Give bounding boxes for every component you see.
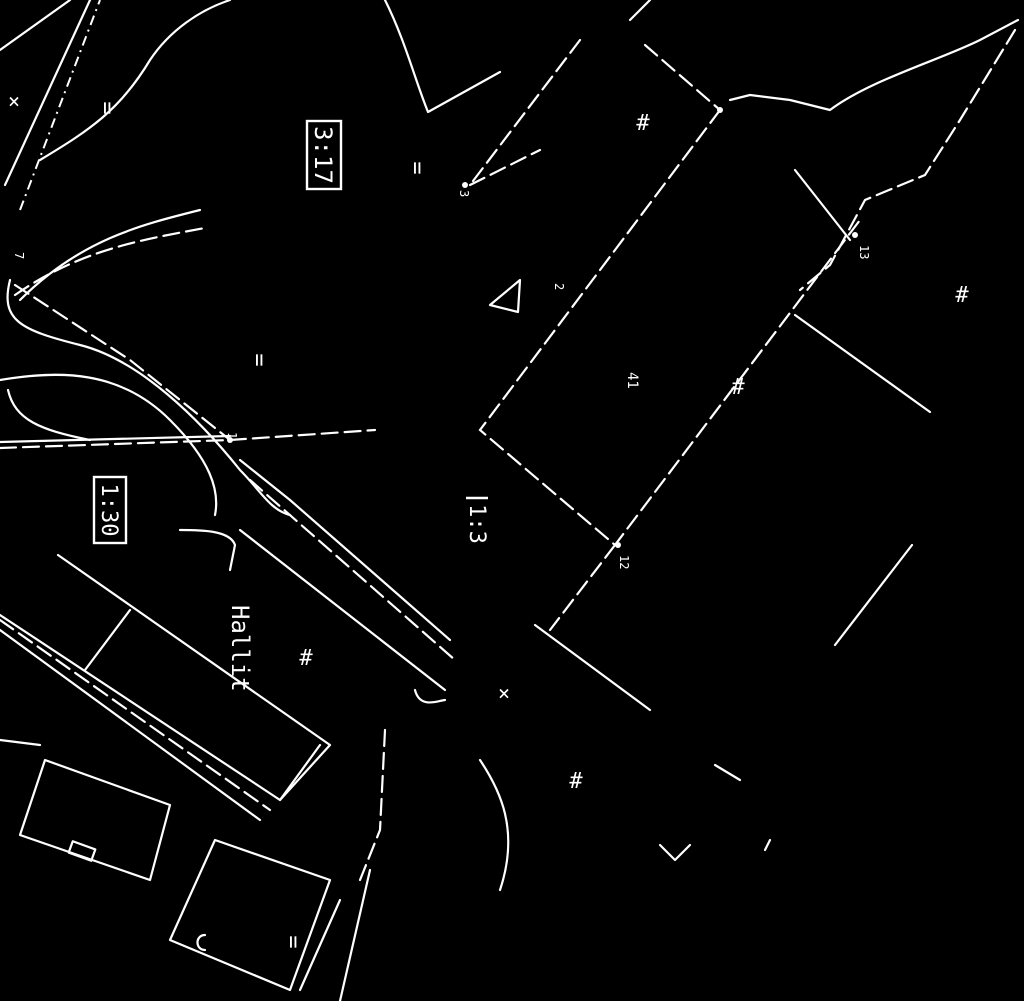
parcel-boundary: [468, 148, 542, 187]
hash-symbol: #: [955, 283, 969, 308]
road-dashed: [248, 478, 457, 662]
stream-dashed: [358, 728, 387, 882]
road-edge: [338, 868, 372, 1001]
point-number: 2: [552, 283, 566, 290]
point-number: 12: [617, 555, 631, 569]
road-edge: [18, 208, 202, 302]
point-number: 3: [457, 190, 471, 197]
building-outline: [83, 608, 132, 672]
point-marker: [852, 232, 858, 238]
field-line: [533, 623, 652, 712]
equal-symbol: =: [246, 353, 271, 366]
road-edge: [238, 528, 447, 692]
field-line: [793, 168, 852, 242]
hill-contour: [628, 0, 652, 22]
road-edge: [0, 628, 262, 822]
field-line: [658, 843, 692, 862]
place-name: Hallit: [226, 605, 254, 692]
parcel-boundary: [643, 43, 722, 112]
point-marker: [462, 182, 468, 188]
equal-symbol: =: [94, 101, 119, 114]
point-marker: [615, 542, 621, 548]
hash-symbol: #: [636, 111, 650, 136]
road-edge: [6, 388, 92, 442]
building-outline: [168, 838, 332, 992]
road-edge: [298, 898, 342, 992]
road-edge: [413, 688, 447, 704]
boundary-dashed: [798, 28, 1017, 292]
cross-symbol: ×: [498, 681, 510, 705]
point-markers: [227, 107, 858, 548]
building-outline: [18, 758, 172, 882]
road-edge: [0, 0, 72, 52]
field-line: [833, 543, 914, 647]
equal-symbol: =: [404, 161, 429, 174]
hill-contour: [38, 0, 232, 162]
hook-mark: [196, 933, 207, 952]
building-outline: [0, 553, 332, 802]
field-line: [793, 313, 932, 414]
parcel-number: 1:3: [464, 504, 489, 544]
hash-symbol: #: [731, 375, 745, 400]
hash-symbol: #: [299, 646, 313, 671]
boundary-dashed: [0, 618, 272, 812]
parcel-label-1-30: 1:30: [92, 475, 128, 545]
road-edge: [238, 458, 452, 642]
hill-contour: [383, 0, 502, 114]
cross-symbol: ×: [8, 89, 20, 113]
road-dashed: [13, 226, 207, 297]
road-edge: [3, 0, 92, 187]
point-number: 1: [225, 432, 239, 439]
parcel-boundary: [548, 543, 617, 632]
hill-contour: [728, 18, 1020, 112]
point-marker: [227, 437, 233, 443]
point-number: 41: [624, 372, 640, 389]
point-number: 13: [857, 245, 871, 259]
field-line: [763, 838, 772, 852]
road-edge: [0, 373, 218, 517]
road-edge: [6, 278, 292, 517]
building-outline: [278, 743, 322, 802]
field-line: [713, 763, 742, 782]
map-symbols: = = = = # # # # # × ×: [8, 89, 969, 949]
equal-symbol: =: [280, 935, 305, 948]
road-edge: [0, 738, 42, 747]
stream-line: [478, 758, 510, 892]
road-edge: [178, 528, 237, 572]
triangle-marker: [488, 278, 522, 314]
hash-symbol: #: [569, 769, 583, 794]
small-structure: [67, 840, 97, 862]
road-center: [19, 0, 101, 211]
parcel-label-1-3: 1:3: [464, 496, 489, 544]
parcel-number: 1:30: [96, 484, 121, 537]
parcel-number: 3:17: [309, 126, 337, 184]
boundary-dashed: [13, 283, 232, 442]
parcel-label-3-17: 3:17: [305, 119, 343, 191]
parcel-boundary: [468, 38, 582, 187]
road-edge: [0, 434, 232, 444]
point-marker: [717, 107, 723, 113]
parcel-boundary: [478, 108, 862, 547]
point-number: 7: [12, 252, 26, 259]
point-numbers: 7 1 13 2 41 12 3: [12, 190, 871, 569]
